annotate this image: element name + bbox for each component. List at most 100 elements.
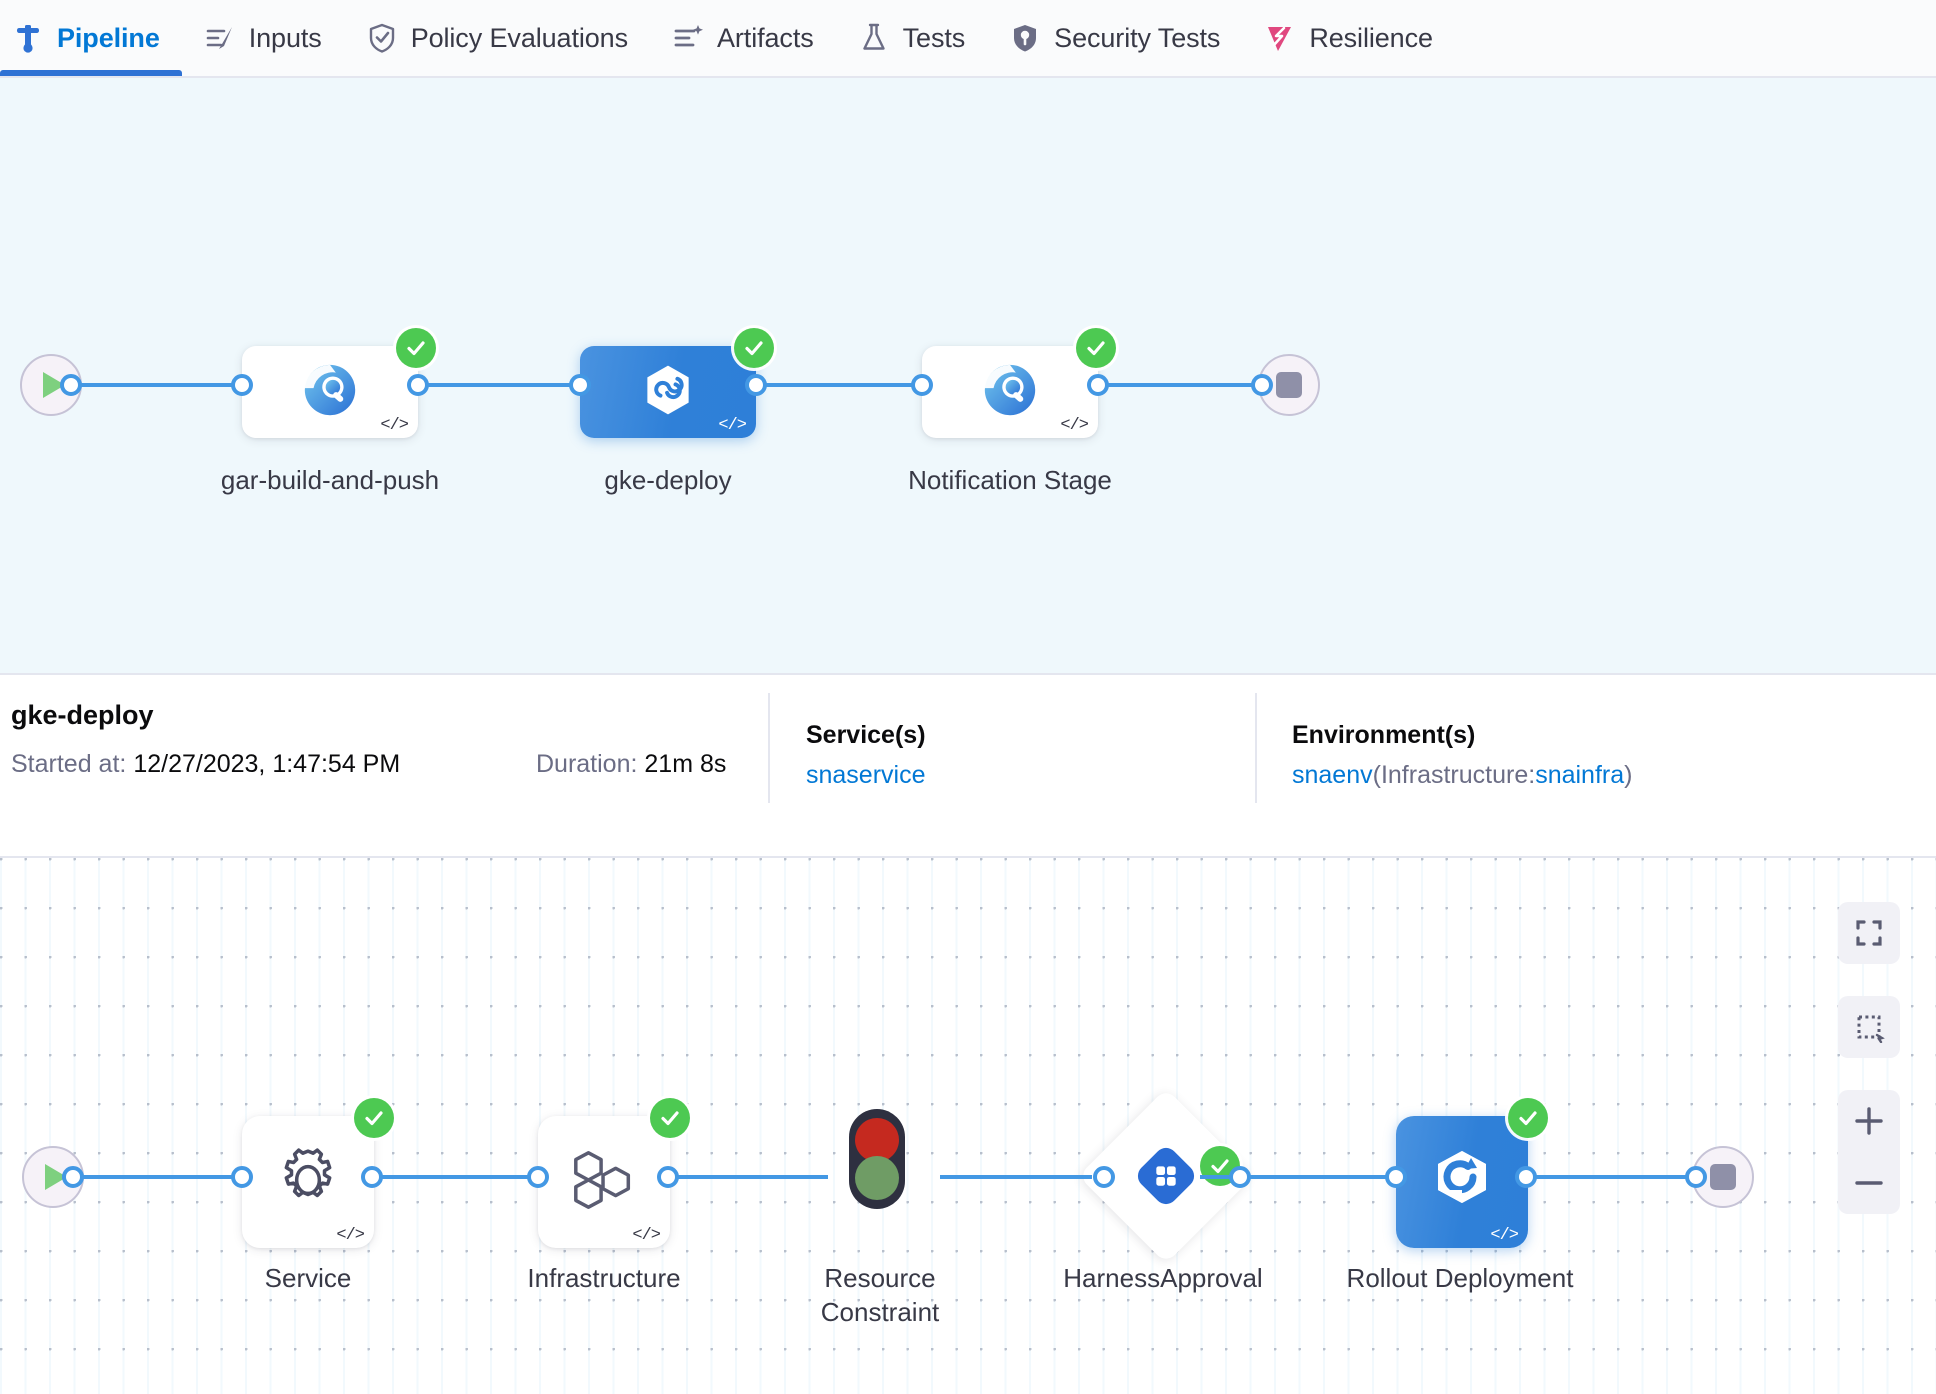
- gear-icon: [275, 1147, 341, 1218]
- flask-icon: [858, 22, 890, 54]
- services-heading: Service(s): [806, 721, 926, 749]
- zoom-out-button[interactable]: [1838, 1152, 1900, 1214]
- tab-policy-evaluations-label: Policy Evaluations: [410, 22, 628, 53]
- status-badge-success: [734, 328, 774, 368]
- connector-line: [62, 1175, 242, 1179]
- node-port: [1685, 1166, 1707, 1188]
- connector-line: [1100, 383, 1272, 387]
- step-label: Rollout Deployment: [1346, 1263, 1574, 1293]
- tab-security-tests[interactable]: Security Tests: [987, 0, 1242, 76]
- harness-cd-icon: [638, 360, 698, 425]
- connector-line: [1522, 1175, 1694, 1179]
- code-tag-icon: </>: [380, 416, 409, 435]
- divider: [768, 693, 770, 803]
- divider: [1255, 693, 1257, 803]
- duration-value: 21m 8s: [644, 750, 727, 778]
- stage-label: gke-deploy: [604, 465, 732, 495]
- node-port: [231, 374, 253, 396]
- environment-name[interactable]: snaenv: [1292, 761, 1373, 789]
- connector-line: [62, 383, 242, 387]
- tab-policy-evaluations[interactable]: Policy Evaluations: [344, 0, 650, 76]
- select-region-button[interactable]: [1838, 996, 1900, 1058]
- stage-duration: Duration: 21m 8s: [536, 750, 726, 779]
- stage-details-bar: gke-deploy Started at: 12/27/2023, 1:47:…: [0, 675, 1936, 858]
- node-port: [527, 1166, 549, 1188]
- pipeline-icon: [12, 22, 44, 54]
- policy-shield-icon: [366, 22, 398, 54]
- stage-label: gar-build-and-push: [220, 465, 440, 495]
- stage-details-title: gke-deploy: [11, 700, 154, 730]
- step-label: HarnessApproval: [1063, 1263, 1263, 1293]
- node-port: [1251, 374, 1273, 396]
- stage-label: Notification Stage: [908, 465, 1112, 495]
- status-badge-success: [1076, 328, 1116, 368]
- node-port: [361, 1166, 383, 1188]
- stop-icon: [1276, 372, 1302, 398]
- node-port: [407, 374, 429, 396]
- stop-icon: [1710, 1164, 1736, 1190]
- tab-resilience-label: Resilience: [1309, 22, 1433, 53]
- traffic-light-icon: [846, 1106, 908, 1217]
- zoom-controls: [1838, 1090, 1900, 1214]
- infrastructure-prefix: (Infrastructure:: [1372, 761, 1536, 789]
- node-port: [569, 374, 591, 396]
- step-execution-graph: </> Service </>: [0, 858, 1936, 1394]
- play-icon: [43, 372, 65, 398]
- tab-resilience[interactable]: Resilience: [1242, 0, 1455, 76]
- approval-icon: [1135, 1145, 1197, 1207]
- environment-link[interactable]: snaenv(Infrastructure:snainfra): [1292, 761, 1632, 790]
- inputs-icon: [204, 22, 236, 54]
- code-tag-icon: </>: [1060, 416, 1089, 435]
- environments-heading: Environment(s): [1292, 721, 1476, 749]
- tab-pipeline-label: Pipeline: [57, 22, 160, 53]
- gcp-build-icon: [979, 359, 1041, 426]
- status-badge-success: [354, 1098, 394, 1138]
- tab-inputs[interactable]: Inputs: [182, 0, 344, 76]
- code-tag-icon: </>: [336, 1226, 365, 1245]
- node-port: [62, 1166, 84, 1188]
- service-name[interactable]: snaservice: [806, 761, 926, 789]
- infrastructure-suffix: ): [1624, 761, 1633, 789]
- pipeline-stage-graph: </> gar-build-and-push </> gke-deploy: [0, 78, 1936, 675]
- zoom-in-button[interactable]: [1838, 1090, 1900, 1152]
- code-tag-icon: </>: [718, 416, 747, 435]
- tab-inputs-label: Inputs: [248, 22, 322, 53]
- code-tag-icon: </>: [1490, 1226, 1519, 1245]
- gcp-build-icon: [299, 359, 361, 426]
- node-port: [1093, 1166, 1115, 1188]
- connector-line: [372, 1175, 538, 1179]
- stage-started-at: Started at: 12/27/2023, 1:47:54 PM: [11, 750, 400, 779]
- node-port: [1515, 1166, 1537, 1188]
- code-tag-icon: </>: [632, 1226, 661, 1245]
- resilience-icon: [1264, 22, 1296, 54]
- artifacts-list-icon: [672, 22, 704, 54]
- tab-tests[interactable]: Tests: [836, 0, 988, 76]
- duration-label: Duration:: [536, 750, 638, 778]
- node-port: [911, 374, 933, 396]
- step-label: Service: [264, 1263, 352, 1293]
- node-port: [1087, 374, 1109, 396]
- node-port: [231, 1166, 253, 1188]
- connector-line: [660, 1175, 828, 1179]
- hexagons-icon: [569, 1147, 639, 1218]
- started-at-label: Started at:: [11, 750, 127, 778]
- tab-artifacts[interactable]: Artifacts: [650, 0, 836, 76]
- connector-line: [940, 1175, 1092, 1179]
- started-at-value: 12/27/2023, 1:47:54 PM: [133, 750, 401, 778]
- execution-tabs: Pipeline Inputs Policy Evaluations: [0, 0, 1936, 78]
- connector-line: [418, 383, 590, 387]
- infrastructure-name[interactable]: snainfra: [1535, 761, 1625, 789]
- status-badge-success: [1508, 1098, 1548, 1138]
- tab-artifacts-label: Artifacts: [717, 22, 814, 53]
- tab-security-tests-label: Security Tests: [1054, 22, 1221, 53]
- rollout-icon: [1427, 1146, 1497, 1219]
- tab-pipeline[interactable]: Pipeline: [0, 0, 182, 76]
- node-port: [745, 374, 767, 396]
- node-port: [657, 1166, 679, 1188]
- node-port: [60, 374, 82, 396]
- security-shield-icon: [1009, 22, 1041, 54]
- fit-to-screen-button[interactable]: [1838, 902, 1900, 964]
- node-port: [1385, 1166, 1407, 1188]
- step-label: Infrastructure: [527, 1263, 681, 1293]
- service-link[interactable]: snaservice: [806, 761, 926, 790]
